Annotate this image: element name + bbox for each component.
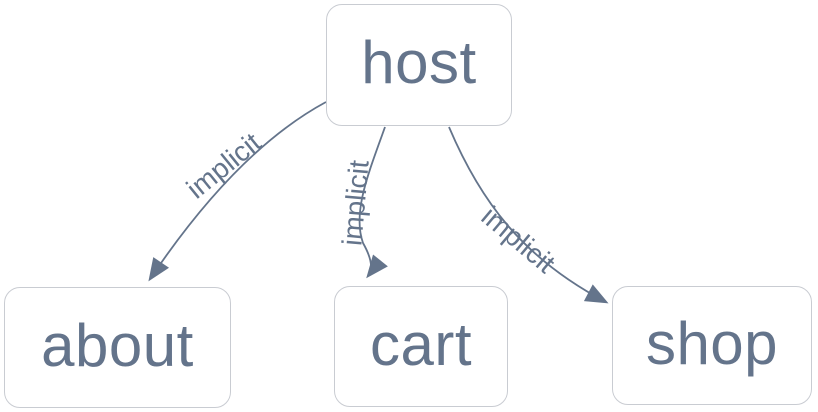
node-about[interactable]: about xyxy=(4,287,231,408)
node-shop[interactable]: shop xyxy=(612,286,812,405)
node-shop-label: shop xyxy=(645,309,779,377)
node-cart-label: cart xyxy=(369,310,473,378)
edge-label-implicit-shop: implicit xyxy=(475,200,562,279)
node-about-label: about xyxy=(41,311,194,379)
edge-host-about xyxy=(148,101,327,282)
edge-label-implicit-about: implicit xyxy=(180,126,267,205)
node-host[interactable]: host xyxy=(326,4,512,126)
node-host-label: host xyxy=(361,29,477,96)
edge-host-shop xyxy=(448,126,609,304)
edge-label-implicit-cart: implicit xyxy=(336,158,375,247)
node-cart[interactable]: cart xyxy=(334,286,508,407)
